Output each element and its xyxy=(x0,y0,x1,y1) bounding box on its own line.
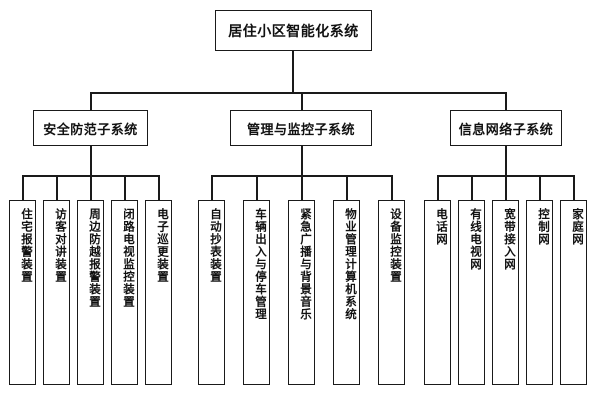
connector-branch0-leaf-drop-0 xyxy=(22,175,24,200)
root-node-label: 居住小区智能化系统 xyxy=(228,23,359,40)
leaf-node-1-0-label: 自动抄表装置 xyxy=(209,208,223,283)
branch-node-0-label: 安全防范子系统 xyxy=(43,122,138,138)
connector-branch2-leaf-drop-2 xyxy=(505,175,507,200)
connector-branch2-leaf-drop-3 xyxy=(539,175,541,200)
leaf-node-2-4-label: 家庭网 xyxy=(571,208,585,246)
connector-branch0-leaf-drop-4 xyxy=(158,175,160,200)
connector-branch2-leaf-drop-4 xyxy=(573,175,575,200)
leaf-node-0-2: 周边防越报警装置 xyxy=(77,200,104,385)
connector-level2-bus xyxy=(90,92,506,94)
connector-branch0-leaf-drop-3 xyxy=(124,175,126,200)
leaf-node-1-0: 自动抄表装置 xyxy=(198,200,225,385)
leaf-node-0-3: 闭路电视监控装置 xyxy=(111,200,138,385)
leaf-node-1-3: 物业管理计算机系统 xyxy=(333,200,360,385)
connector-branch0-leaf-drop-2 xyxy=(90,175,92,200)
connector-level2-drop-0 xyxy=(90,92,92,111)
leaf-node-0-2-label: 周边防越报警装置 xyxy=(88,208,102,308)
leaf-node-1-1: 车辆出入与停车管理 xyxy=(243,200,270,385)
leaf-node-2-2: 宽带接入网 xyxy=(492,200,519,385)
leaf-node-2-1: 有线电视网 xyxy=(458,200,485,385)
leaf-node-0-4: 电子巡更装置 xyxy=(145,200,172,385)
leaf-node-0-1: 访客对讲装置 xyxy=(43,200,70,385)
branch-node-2-label: 信息网络子系统 xyxy=(458,122,554,138)
connector-level2-drop-1 xyxy=(301,92,303,111)
connector-branch2-leaf-drop-1 xyxy=(471,175,473,200)
leaf-node-1-2-label: 紧急广播与背景音乐 xyxy=(299,208,313,321)
leaf-node-2-1-label: 有线电视网 xyxy=(469,208,483,271)
connector-branch1-leaf-drop-0 xyxy=(211,175,213,200)
leaf-node-2-3: 控制网 xyxy=(526,200,553,385)
leaf-node-2-4: 家庭网 xyxy=(560,200,587,385)
connector-branch1-leaf-drop-1 xyxy=(256,175,258,200)
leaf-node-1-3-label: 物业管理计算机系统 xyxy=(344,208,358,321)
connector-branch0-leaf-drop-1 xyxy=(56,175,58,200)
connector-branch0-stem xyxy=(90,146,92,176)
connector-branch1-leaf-drop-3 xyxy=(346,175,348,200)
connector-branch1-leaf-drop-2 xyxy=(301,175,303,200)
leaf-node-0-3-label: 闭路电视监控装置 xyxy=(122,208,136,308)
connector-branch2-stem xyxy=(505,146,507,176)
branch-node-2: 信息网络子系统 xyxy=(450,110,562,146)
leaf-node-2-2-label: 宽带接入网 xyxy=(503,208,517,271)
connector-branch1-leaf-drop-4 xyxy=(391,175,393,200)
leaf-node-2-3-label: 控制网 xyxy=(537,208,551,246)
connector-root-vertical xyxy=(292,51,294,93)
root-node: 居住小区智能化系统 xyxy=(215,10,372,51)
leaf-node-1-1-label: 车辆出入与停车管理 xyxy=(254,208,268,321)
leaf-node-0-4-label: 电子巡更装置 xyxy=(156,208,170,283)
leaf-node-1-2: 紧急广播与背景音乐 xyxy=(288,200,315,385)
connector-level2-drop-2 xyxy=(505,92,507,111)
branch-node-1-label: 管理与监控子系统 xyxy=(246,122,355,138)
leaf-node-1-4: 设备监控装置 xyxy=(378,200,405,385)
leaf-node-2-0-label: 电话网 xyxy=(435,208,449,246)
leaf-node-0-0: 住宅报警装置 xyxy=(9,200,36,385)
leaf-node-0-1-label: 访客对讲装置 xyxy=(54,208,68,283)
branch-node-1: 管理与监控子系统 xyxy=(230,110,372,146)
branch-node-0: 安全防范子系统 xyxy=(33,110,148,146)
leaf-node-1-4-label: 设备监控装置 xyxy=(389,208,403,283)
connector-branch2-leaf-drop-0 xyxy=(437,175,439,200)
leaf-node-2-0: 电话网 xyxy=(424,200,451,385)
connector-branch1-stem xyxy=(301,146,303,176)
leaf-node-0-0-label: 住宅报警装置 xyxy=(20,208,34,283)
